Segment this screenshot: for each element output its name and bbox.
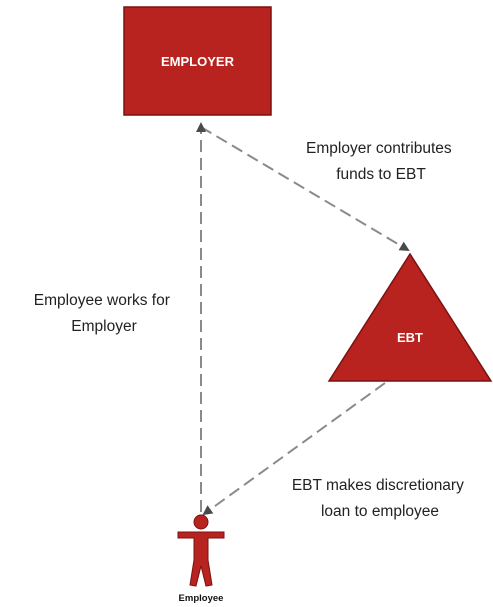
ebt-triangle: [327, 252, 493, 382]
connector-ebt-to-employee: [202, 382, 386, 516]
label-line: funds to EBT: [336, 166, 426, 183]
label-employee-works-for: Employee works for Employer: [34, 292, 174, 335]
ebt-label: EBT: [397, 330, 423, 345]
employer-node: EMPLOYER: [123, 6, 272, 116]
label-line: EBT makes discretionary: [292, 477, 464, 494]
person-icon: [177, 514, 225, 587]
employer-label: EMPLOYER: [161, 54, 235, 69]
employer-box: [123, 6, 272, 116]
connector-employer-to-ebt: [200, 126, 410, 252]
label-line: loan to employee: [321, 503, 439, 520]
employee-label: Employee: [179, 593, 224, 604]
ebt-node: EBT: [327, 252, 493, 382]
label-ebt-makes-loan: EBT makes discretionary loan to employee: [292, 477, 468, 520]
label-line: Employee works for: [34, 292, 170, 309]
label-employer-contributes: Employer contributes funds to EBT: [306, 140, 456, 183]
employee-node: Employee: [177, 514, 225, 604]
label-line: Employer contributes: [306, 140, 452, 157]
label-line: Employer: [71, 318, 136, 335]
